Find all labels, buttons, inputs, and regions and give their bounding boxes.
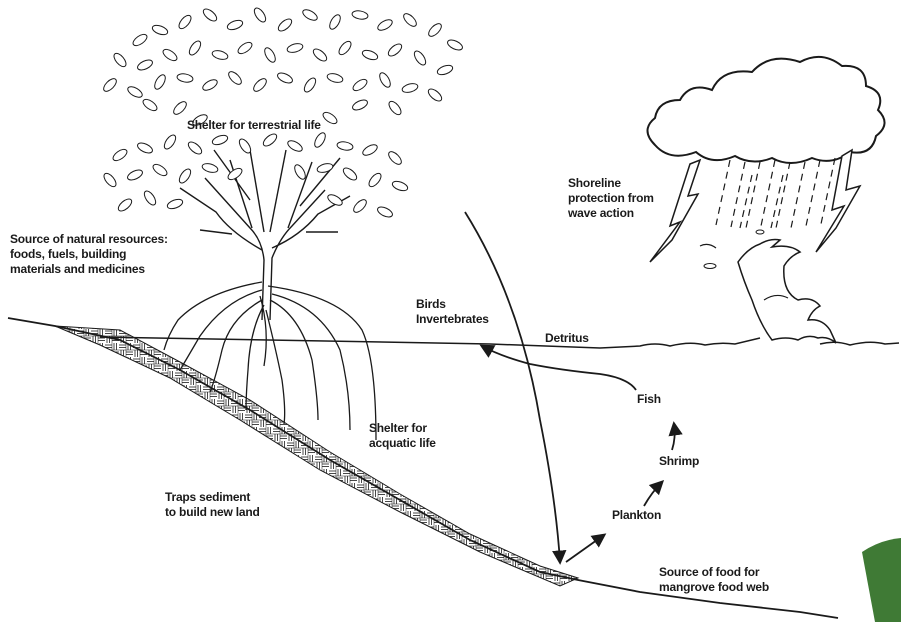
- storm-cloud: [648, 57, 885, 163]
- label-plankton: Plankton: [612, 508, 661, 523]
- label-shelter-terrestrial: Shelter for terrestrial life: [187, 118, 321, 133]
- label-natural-resources: Source of natural resources: foods, fuel…: [10, 232, 168, 277]
- label-detritus: Detritus: [545, 331, 589, 346]
- arrow-plankton-to-shrimp: [644, 482, 662, 506]
- mangrove-tree: [180, 150, 350, 320]
- arrow-fish-to-birds: [482, 346, 636, 390]
- corner-badge-shape: [862, 538, 901, 622]
- label-traps-sediment: Traps sediment to build new land: [165, 490, 260, 520]
- label-fish: Fish: [637, 392, 661, 407]
- wave: [738, 240, 836, 344]
- arrow-wave-to-shore: [465, 212, 560, 562]
- label-shrimp: Shrimp: [659, 454, 699, 469]
- label-shelter-aquatic: Shelter for acquatic life: [369, 421, 436, 451]
- rain: [716, 158, 835, 228]
- arrow-shrimp-to-fish: [672, 424, 675, 450]
- arrow-source-to-plankton: [566, 535, 604, 562]
- sediment-band: [55, 326, 578, 586]
- label-shoreline-protection: Shoreline protection from wave action: [568, 176, 654, 221]
- lightning-right: [816, 150, 860, 252]
- lightning-left: [650, 160, 700, 262]
- label-food-source: Source of food for mangrove food web: [659, 565, 769, 595]
- leaves: [102, 6, 464, 219]
- label-birds-invertebrates: Birds Invertebrates: [416, 297, 489, 327]
